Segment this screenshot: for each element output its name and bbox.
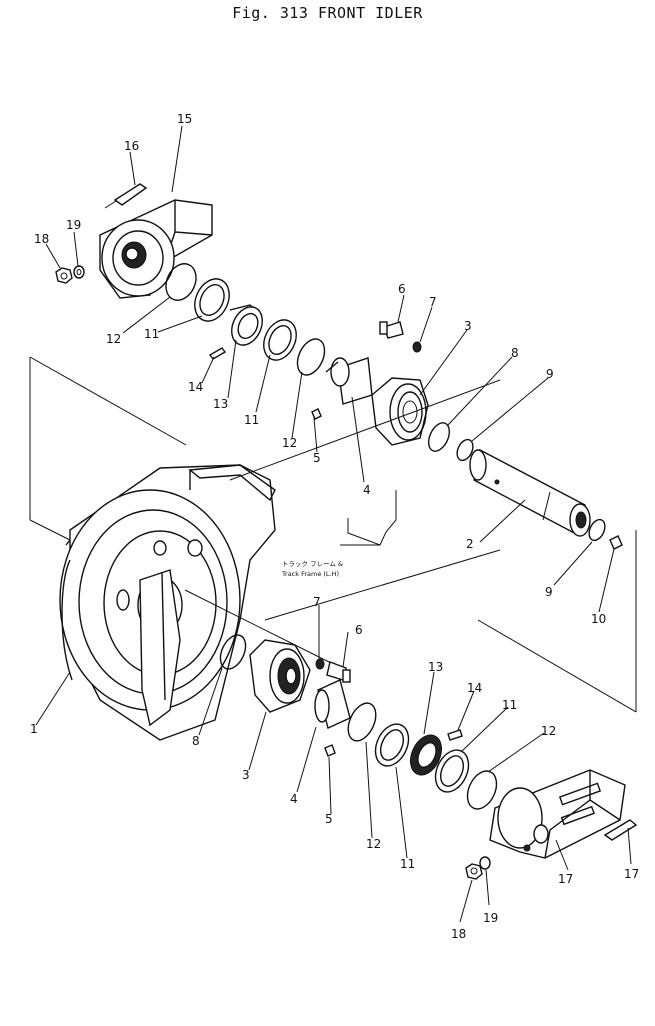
callout-labels: 15 16 19 18 12 11 14 13 11 12 5 4 6 7 3 … (30, 112, 639, 941)
cover-3-upper (371, 377, 429, 446)
callout-11-c: 11 (400, 857, 415, 871)
track-frame-note-jp: トラック フレーム & (282, 560, 343, 568)
callout-12-a: 12 (106, 332, 121, 346)
callout-6-upper: 6 (398, 282, 406, 296)
cover-3-lower (249, 639, 311, 713)
callout-15: 17 (558, 872, 573, 886)
track-frame-outline (340, 490, 397, 546)
callout-7-lower: 7 (313, 595, 321, 609)
o-ring-12-a (165, 263, 197, 301)
callout-2: 2 (466, 537, 474, 551)
callout-11-d: 11 (502, 698, 517, 712)
seal-11-d (434, 749, 470, 793)
bolt-6-upper (379, 321, 404, 339)
o-ring-12-d (466, 770, 498, 810)
callout-14-upper: 14 (188, 380, 203, 394)
o-ring-9-lower (588, 518, 606, 542)
seal-11-b (263, 319, 297, 361)
callout-8-lower: 8 (192, 734, 200, 748)
callout-9-lower: 9 (545, 585, 553, 599)
callout-13-upper: 13 (213, 397, 228, 411)
track-frame-note-en: Track Frame (L.H) (281, 570, 339, 578)
plug-10 (609, 535, 623, 550)
callout-7-upper: 7 (429, 295, 437, 309)
callout-leaders (35, 125, 632, 923)
washer-19-upper (73, 265, 85, 279)
o-ring-12-b (296, 338, 326, 376)
callout-10: 10 (591, 612, 606, 626)
floating-seal-13-upper (229, 304, 263, 346)
callout-8-upper: 8 (511, 346, 519, 360)
callout-18-lower: 18 (451, 927, 466, 941)
alignment-lines (29, 356, 637, 713)
callout-4-lower: 4 (290, 792, 298, 806)
callout-18-upper: 18 (34, 232, 49, 246)
seal-11-c (374, 723, 410, 767)
nut-18-lower (465, 863, 483, 880)
bolt-17-lower (603, 819, 638, 841)
callout-11-a: 11 (144, 327, 159, 341)
seal-11-a (194, 278, 230, 322)
callout-1: 1 (30, 722, 38, 736)
o-ring-9-upper (456, 438, 474, 462)
callout-5-upper: 5 (313, 451, 321, 465)
callout-14-lower: 14 (467, 681, 482, 695)
bracket-assembly-upper (99, 183, 213, 299)
callout-6-lower: 6 (355, 623, 363, 637)
idler-wheel-1 (59, 464, 276, 741)
callout-19-upper: 19 (66, 218, 81, 232)
callout-12-d: 12 (541, 724, 556, 738)
nut-18-upper (55, 267, 73, 284)
callout-13-lower: 13 (428, 660, 443, 674)
callout-17-lower: 17 (624, 867, 639, 881)
washer-19-lower (479, 856, 491, 870)
callout-3-lower: 3 (242, 768, 250, 782)
callout-3-upper: 3 (464, 319, 472, 333)
o-ring-8-lower (219, 634, 247, 670)
callout-4-upper: 4 (363, 483, 371, 497)
floating-seal-13-lower (410, 734, 442, 776)
callout-12-b: 12 (282, 436, 297, 450)
bolt-6-lower (326, 661, 351, 683)
callout-16: 15 (177, 112, 192, 126)
pin-14-lower (447, 729, 463, 741)
callout-12-c: 12 (366, 837, 381, 851)
pin-14-upper (208, 347, 227, 360)
callout-9-upper: 9 (546, 367, 554, 381)
o-ring-8-upper (427, 422, 451, 452)
callout-17-upper: 16 (124, 139, 139, 153)
figure-title: Fig. 313 FRONT IDLER (232, 4, 423, 22)
shaft-2 (469, 448, 591, 537)
bushing-4-upper (325, 357, 373, 405)
callout-5-lower: 5 (325, 812, 333, 826)
callout-11-b: 11 (244, 413, 259, 427)
dowel-pin-5-upper (311, 408, 322, 420)
dowel-pin-5-lower (324, 744, 336, 757)
washer-7-upper (412, 341, 422, 353)
o-ring-12-c (347, 702, 377, 742)
bushing-4-lower (314, 679, 351, 729)
callout-19-lower: 19 (483, 911, 498, 925)
washer-7-lower (315, 658, 325, 670)
bracket-assembly-lower (489, 769, 626, 859)
track-frame-note: トラック フレーム & Track Frame (L.H) (281, 560, 343, 578)
